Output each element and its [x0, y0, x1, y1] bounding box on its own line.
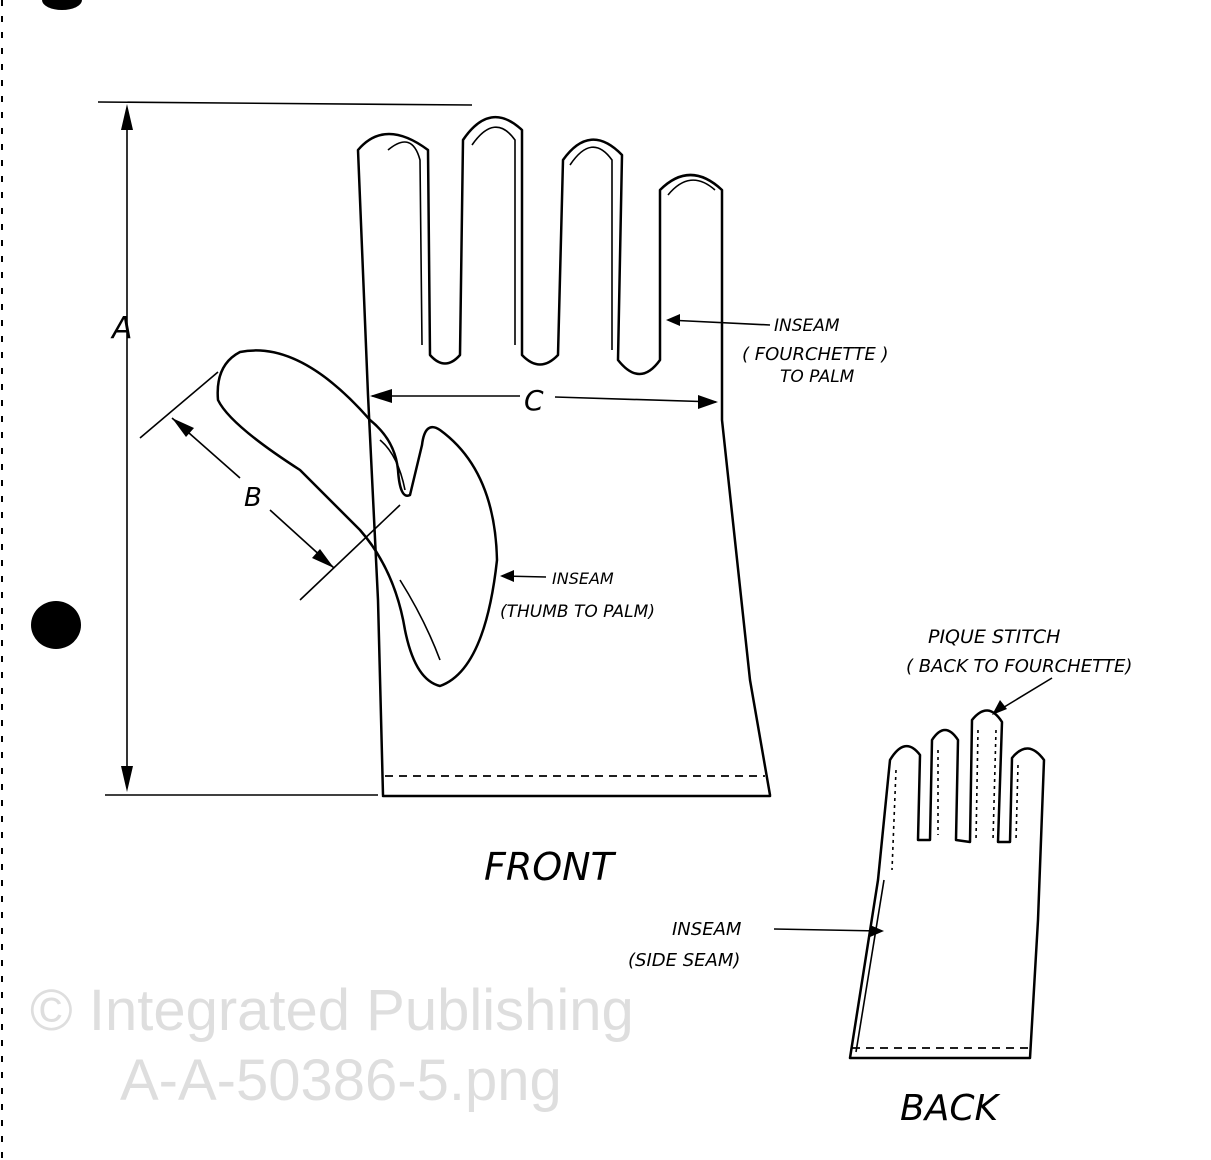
watermark-line1: © Integrated Publishing [30, 978, 634, 1043]
dim-a-label: A [110, 311, 133, 346]
dim-b-label: B [244, 483, 262, 513]
callout-pique-stitch: PIQUE STITCH ( BACK TO FOURCHETTE) [906, 626, 1132, 715]
dim-c-label: C [524, 384, 544, 417]
watermark: © Integrated Publishing A-A-50386-5.png [30, 978, 634, 1113]
punch-hole [31, 601, 81, 649]
punch-hole-top [42, 0, 82, 10]
dimension-c: C [370, 384, 718, 417]
label-inseam: INSEAM [672, 919, 742, 940]
label-back-to-fourchette: ( BACK TO FOURCHETTE) [906, 656, 1132, 677]
label-inseam: INSEAM [774, 316, 840, 336]
label-to-palm: TO PALM [780, 367, 855, 387]
dimension-a: A [97, 101, 473, 796]
dimension-b: B [139, 371, 401, 601]
label-fourchette: ( FOURCHETTE ) [742, 344, 889, 365]
callout-inseam-fourchette: INSEAM ( FOURCHETTE ) TO PALM [666, 314, 889, 387]
label-inseam: INSEAM [552, 569, 614, 588]
label-thumb-to-palm: (THUMB TO PALM) [500, 602, 655, 622]
label-side-seam: (SIDE SEAM) [628, 950, 740, 971]
front-caption: FRONT [484, 845, 617, 889]
front-glove [216, 115, 772, 798]
watermark-line2: A-A-50386-5.png [120, 1048, 562, 1113]
label-pique-stitch: PIQUE STITCH [928, 626, 1060, 648]
callout-inseam-thumb: INSEAM (THUMB TO PALM) [500, 569, 655, 622]
callout-inseam-side: INSEAM (SIDE SEAM) [628, 919, 884, 971]
back-glove [848, 709, 1046, 1060]
back-caption: BACK [900, 1088, 1000, 1129]
